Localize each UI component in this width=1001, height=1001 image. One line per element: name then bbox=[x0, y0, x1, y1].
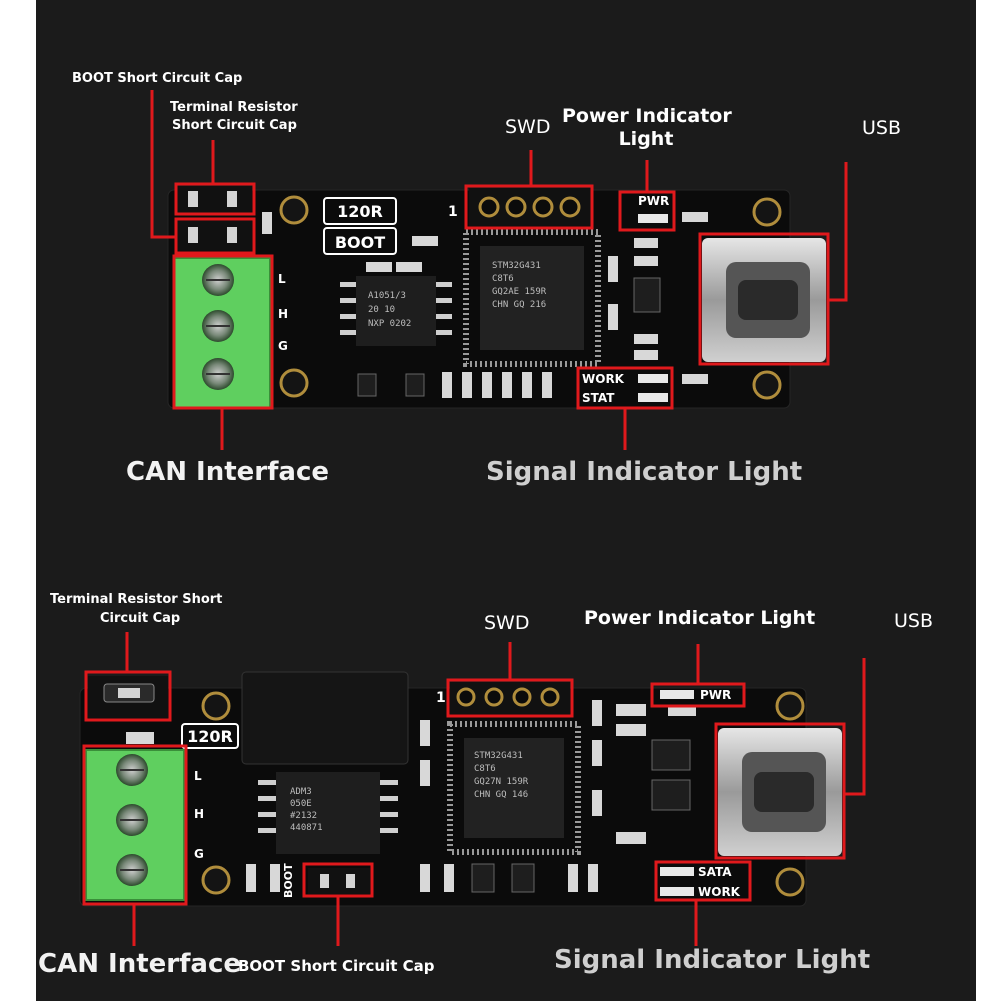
bottom-silk-pwr: PWR bbox=[700, 688, 731, 702]
top-label-swd: SWD bbox=[505, 116, 551, 138]
top-label-terminal-cap-2: Short Circuit Cap bbox=[172, 118, 297, 133]
top-mcu-line4: CHN GQ 216 bbox=[492, 300, 546, 310]
top-board: 120R BOOT 1 L H G STM32G431 C8T6 GQ2AE 1… bbox=[150, 90, 848, 450]
top-label-can-interface: CAN Interface bbox=[126, 457, 329, 487]
bottom-boot-jumper bbox=[308, 868, 370, 894]
top-silk-pwr: PWR bbox=[638, 194, 669, 208]
bottom-label-terminal-cap-2: Circuit Cap bbox=[100, 611, 181, 626]
bottom-label-can-interface: CAN Interface bbox=[38, 949, 241, 979]
top-label-power-light-1: Power Indicator bbox=[562, 105, 732, 127]
top-passives bbox=[262, 212, 708, 398]
bottom-transceiver-line2: 050E bbox=[290, 799, 312, 809]
bottom-transceiver-line1: ADM3 bbox=[290, 787, 312, 797]
bottom-label-swd: SWD bbox=[484, 612, 530, 634]
mount-hole bbox=[279, 195, 309, 225]
bottom-highlights bbox=[82, 670, 846, 906]
top-swd-pads bbox=[469, 188, 593, 226]
top-label-boot-cap: BOOT Short Circuit Cap bbox=[72, 71, 243, 86]
top-label-usb: USB bbox=[862, 117, 902, 139]
top-callouts bbox=[150, 90, 848, 450]
mount-hole bbox=[752, 370, 782, 400]
bottom-passives bbox=[126, 700, 696, 892]
top-mcu-line1: STM32G431 bbox=[492, 261, 541, 271]
bottom-transceiver-line4: 440871 bbox=[290, 823, 323, 833]
bottom-label-power-light: Power Indicator Light bbox=[584, 607, 816, 629]
bottom-mcu-chip: STM32G431 C8T6 GQ27N 159R CHN GQ 146 bbox=[447, 721, 581, 855]
boot-jumper-header bbox=[176, 186, 252, 214]
bottom-silk-g: G bbox=[194, 847, 204, 861]
mount-hole bbox=[279, 368, 309, 398]
top-mcu-line3: GQ2AE 159R bbox=[492, 287, 547, 297]
top-silk-h: H bbox=[278, 307, 288, 321]
bottom-label-terminal-cap-1: Terminal Resistor Short bbox=[50, 592, 223, 607]
top-silk-boot: BOOT bbox=[335, 233, 385, 252]
top-silk-120r: 120R bbox=[337, 202, 383, 221]
mount-hole bbox=[775, 867, 805, 897]
bottom-board: 120R 1 L H G STM32G431 C8T6 GQ27N 159R C… bbox=[79, 632, 866, 946]
bottom-callouts bbox=[125, 632, 866, 946]
top-mcu-line2: C8T6 bbox=[492, 274, 514, 284]
bottom-usb-connector bbox=[718, 728, 842, 856]
mount-hole bbox=[752, 197, 782, 227]
top-usb-connector bbox=[702, 238, 826, 362]
top-mcu-chip: STM32G431 C8T6 GQ2AE 159R CHN GQ 216 bbox=[463, 229, 601, 367]
bottom-silk-120r: 120R bbox=[187, 727, 233, 746]
bottom-mcu-line1: STM32G431 bbox=[474, 751, 523, 761]
top-transceiver-line3: NXP 0202 bbox=[368, 319, 411, 329]
bottom-mcu-line4: CHN GQ 146 bbox=[474, 790, 528, 800]
bottom-silk-l: L bbox=[194, 769, 202, 783]
bottom-silk-boot: BOOT bbox=[282, 863, 295, 898]
mount-hole bbox=[775, 691, 805, 721]
bottom-black-module bbox=[241, 671, 409, 765]
bottom-silk-sata: SATA bbox=[698, 865, 732, 879]
mount-hole bbox=[201, 691, 231, 721]
top-label-signal-light: Signal Indicator Light bbox=[486, 457, 803, 487]
bottom-transceiver-chip: ADM3 050E #2132 440871 bbox=[258, 772, 398, 854]
bottom-swd-pads bbox=[450, 682, 570, 714]
bottom-label-boot-cap: BOOT Short Circuit Cap bbox=[238, 957, 435, 975]
bottom-silk-work: WORK bbox=[698, 885, 741, 899]
top-silk-pin1: 1 bbox=[448, 204, 458, 220]
top-label-power-light-2: Light bbox=[618, 128, 674, 150]
bottom-silk-h: H bbox=[194, 807, 204, 821]
top-silk-work: WORK bbox=[582, 372, 625, 386]
bottom-transceiver-line3: #2132 bbox=[290, 811, 317, 821]
top-silk-g: G bbox=[278, 339, 288, 353]
top-transceiver-chip: A1051/3 20 10 NXP 0202 bbox=[340, 276, 452, 346]
bottom-label-signal-light: Signal Indicator Light bbox=[554, 945, 871, 975]
top-label-terminal-cap-1: Terminal Resistor bbox=[170, 100, 298, 115]
mount-hole bbox=[201, 865, 231, 895]
terminal-jumper-header bbox=[176, 221, 252, 251]
photo-canvas: 120R BOOT 1 L H G STM32G431 C8T6 GQ2AE 1… bbox=[36, 0, 976, 1001]
top-transceiver-line1: A1051/3 bbox=[368, 291, 406, 301]
boards-illustration: 120R BOOT 1 L H G STM32G431 C8T6 GQ2AE 1… bbox=[79, 90, 866, 946]
top-silk-stat: STAT bbox=[582, 391, 615, 405]
bottom-mcu-line2: C8T6 bbox=[474, 764, 496, 774]
top-transceiver-line2: 20 10 bbox=[368, 305, 395, 315]
top-silk-l: L bbox=[278, 272, 286, 286]
bottom-label-usb: USB bbox=[894, 610, 934, 632]
bottom-silk-pin1: 1 bbox=[436, 690, 446, 706]
bottom-mcu-line3: GQ27N 159R bbox=[474, 777, 529, 787]
